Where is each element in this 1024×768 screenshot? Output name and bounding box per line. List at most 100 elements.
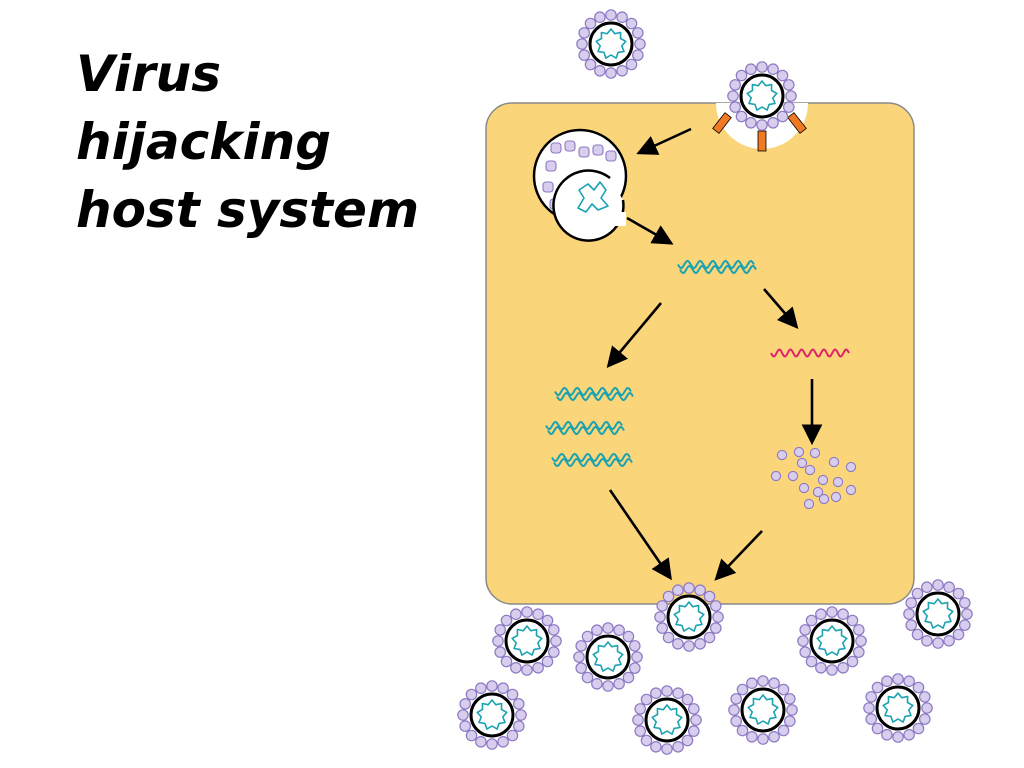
capsomere bbox=[613, 624, 625, 636]
capsid-opening bbox=[600, 212, 626, 226]
mrna-strand bbox=[770, 348, 850, 358]
capsid-shell bbox=[915, 591, 961, 637]
capsomere bbox=[510, 608, 522, 620]
capsomere bbox=[694, 637, 706, 650]
capsomere bbox=[631, 49, 644, 61]
capsomere bbox=[905, 597, 917, 609]
capsid-protein bbox=[793, 446, 805, 458]
capsomere bbox=[661, 685, 673, 697]
capsomere bbox=[730, 715, 742, 727]
capsomere bbox=[905, 619, 917, 631]
capsomere bbox=[550, 142, 562, 154]
capsomere bbox=[783, 693, 796, 705]
capsomere bbox=[506, 729, 519, 742]
capsomere bbox=[591, 677, 603, 690]
capsomere bbox=[797, 635, 809, 647]
capsomere bbox=[602, 622, 614, 634]
capsomere bbox=[662, 631, 675, 644]
capsid-shell bbox=[875, 685, 921, 731]
capsomere bbox=[650, 687, 662, 699]
capsomere bbox=[634, 703, 646, 715]
capsomere bbox=[613, 677, 625, 690]
capsomere bbox=[602, 680, 614, 692]
virion-genome bbox=[476, 699, 508, 730]
capsomere bbox=[921, 634, 933, 647]
capsomere bbox=[768, 677, 780, 689]
capsomere bbox=[911, 628, 924, 641]
unpacked-genome bbox=[577, 181, 609, 213]
replicated-viral-genomes bbox=[545, 386, 634, 468]
capsid-protein bbox=[830, 491, 842, 503]
capsid-protein-subunits bbox=[770, 446, 857, 510]
capsomere bbox=[729, 101, 741, 113]
capsomere bbox=[672, 687, 684, 699]
process-arrow bbox=[714, 530, 763, 581]
capsomere bbox=[815, 661, 827, 674]
virion-genome bbox=[592, 641, 624, 672]
capsomere bbox=[591, 624, 603, 636]
capsomere bbox=[912, 722, 925, 735]
capsomere bbox=[662, 590, 675, 603]
capsid-protein bbox=[776, 449, 788, 461]
capsomere bbox=[622, 671, 635, 684]
capsid-shell bbox=[585, 634, 631, 680]
capsomere bbox=[547, 646, 560, 658]
capsomere bbox=[837, 608, 849, 620]
capsomere bbox=[799, 624, 811, 636]
slide-title: Virus hijacking host system bbox=[76, 40, 419, 244]
process-arrow bbox=[636, 127, 692, 155]
capsomere bbox=[497, 682, 509, 694]
capsomere bbox=[631, 27, 644, 39]
capsomere bbox=[622, 630, 635, 643]
capsomere bbox=[650, 740, 662, 753]
capsomere bbox=[932, 579, 944, 591]
capsomere bbox=[575, 640, 587, 652]
capsomere bbox=[683, 582, 695, 594]
capsomere bbox=[782, 101, 795, 113]
capsomere bbox=[541, 614, 554, 627]
capsomere bbox=[903, 728, 915, 741]
title-line-1: Virus bbox=[76, 45, 221, 103]
virion-genome bbox=[673, 601, 705, 632]
capsomere bbox=[892, 731, 904, 743]
capsomere bbox=[881, 675, 893, 687]
capsomere bbox=[510, 661, 522, 674]
capsomere bbox=[640, 734, 653, 747]
capsomere bbox=[497, 735, 509, 748]
virion-genome bbox=[595, 28, 627, 59]
capsomere bbox=[871, 722, 884, 735]
capsid-protein bbox=[770, 470, 782, 482]
capsomere bbox=[475, 735, 487, 748]
capsomere bbox=[918, 691, 931, 703]
capsomere bbox=[881, 728, 893, 741]
capsid-shell bbox=[469, 692, 515, 738]
capsomere bbox=[712, 611, 724, 623]
capsomere bbox=[656, 622, 668, 634]
capsomere bbox=[500, 655, 513, 668]
process-arrow bbox=[608, 489, 672, 581]
genome-strand-a bbox=[677, 259, 755, 270]
host-receptors bbox=[712, 112, 807, 152]
capsomere bbox=[547, 624, 560, 636]
capsomere bbox=[943, 581, 955, 593]
capsomere bbox=[952, 587, 965, 600]
capsomere bbox=[605, 150, 617, 162]
genome-copy-2-a bbox=[545, 420, 623, 431]
capsomere bbox=[837, 661, 849, 674]
capsomere bbox=[757, 733, 769, 745]
capsomere bbox=[785, 90, 797, 102]
capsomere bbox=[672, 584, 684, 596]
capsomere bbox=[681, 693, 694, 706]
capsomere bbox=[768, 730, 780, 743]
capsid-protein bbox=[804, 464, 816, 476]
capsomere bbox=[594, 65, 606, 77]
capsomere bbox=[735, 110, 748, 123]
virion bbox=[457, 680, 527, 750]
capsid-shell bbox=[666, 594, 712, 640]
capsomere bbox=[757, 675, 769, 687]
capsomere bbox=[756, 61, 768, 73]
capsid-shell bbox=[644, 697, 690, 743]
capsomere bbox=[687, 725, 700, 737]
capsomere bbox=[767, 117, 779, 129]
